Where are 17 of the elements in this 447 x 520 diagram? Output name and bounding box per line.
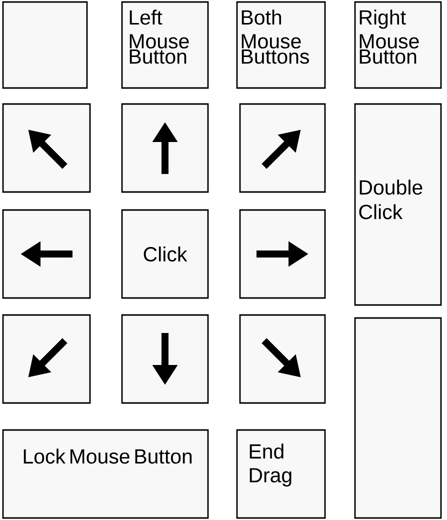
key-box: Right Mouse Button: [354, 1, 442, 89]
key-box: End Drag: [236, 429, 326, 519]
key-box: [239, 103, 326, 193]
key-box: Click: [121, 209, 209, 299]
key-box: [239, 314, 326, 404]
key-box: Left Mouse Button: [121, 1, 209, 89]
key-box: [2, 209, 91, 299]
key-box: [121, 103, 209, 193]
key-box: [121, 314, 209, 404]
key-box: Lock Mouse Button: [2, 429, 209, 519]
key-box: [354, 317, 442, 519]
key-box: Both Mouse Buttons: [236, 1, 326, 89]
key-box: [2, 314, 91, 404]
key-box: [2, 1, 88, 89]
key-box: Double Click: [354, 103, 442, 306]
key-box: [2, 103, 91, 193]
key-box: [239, 209, 326, 299]
